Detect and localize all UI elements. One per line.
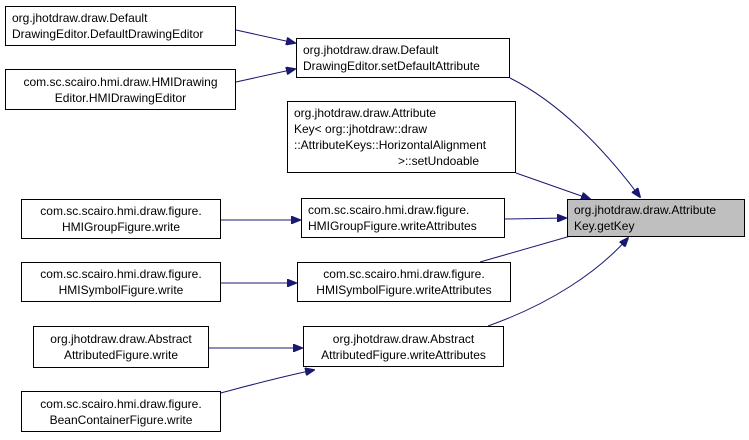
edge-hmi-group-write-attributes-to-get-key (504, 218, 566, 219)
node-line: Key< org::jhotdraw::draw (294, 122, 428, 136)
node-line: com.sc.scairo.hmi.draw.figure. (40, 204, 202, 218)
node-line: DrawingEditor.setDefaultAttribute (303, 59, 480, 73)
node-hmi-group-figure-write[interactable]: com.sc.scairo.hmi.draw.figure. HMIGroupF… (21, 199, 221, 239)
node-default-drawing-editor-set-default-attribute[interactable]: org.jhotdraw.draw.Default DrawingEditor.… (296, 38, 510, 78)
node-line: Key.getKey (574, 219, 635, 233)
edge-default-ctor-to-set-default-attribute (235, 29, 295, 43)
node-abstract-attributed-figure-write[interactable]: org.jhotdraw.draw.Abstract AttributedFig… (33, 326, 209, 368)
node-line: ::AttributeKeys::HorizontalAlignment (294, 138, 487, 152)
node-line: BeanContainerFigure.write (49, 412, 193, 427)
node-hmi-symbol-figure-write-attributes[interactable]: com.sc.scairo.hmi.draw.figure. HMISymbol… (297, 262, 511, 302)
node-line: HMISymbolFigure.writeAttributes (316, 283, 492, 297)
edge-abstract-write-attributes-to-get-key (487, 238, 628, 327)
node-line: com.sc.scairo.hmi.draw.figure. (40, 267, 202, 281)
node-attribute-key-set-undoable[interactable]: org.jhotdraw.draw.Attribute Key< org::jh… (287, 101, 516, 173)
edge-set-default-attribute-to-get-key (509, 77, 640, 197)
node-line: HMIGroupFigure.writeAttributes (308, 219, 477, 233)
node-line: org.jhotdraw.draw.Attribute (574, 203, 717, 217)
node-line: org.jhotdraw.draw.Default (303, 43, 439, 57)
node-line: com.sc.scairo.hmi.draw.HMIDrawing (23, 74, 218, 89)
node-line: org.jhotdraw.draw.Attribute (294, 106, 437, 120)
edge-hmi-ctor-to-set-default-attribute (235, 69, 295, 83)
node-line: com.sc.scairo.hmi.draw.figure. (308, 203, 470, 217)
node-hmi-symbol-figure-write[interactable]: com.sc.scairo.hmi.draw.figure. HMISymbol… (21, 262, 221, 302)
node-line: org.jhotdraw.draw.Abstract (332, 331, 475, 346)
node-hmi-drawing-editor-constructor[interactable]: com.sc.scairo.hmi.draw.HMIDrawing Editor… (5, 69, 236, 110)
node-line: org.jhotdraw.draw.Abstract (50, 332, 192, 346)
node-line: HMISymbolFigure.write (58, 283, 184, 297)
node-line: HMIGroupFigure.write (61, 220, 181, 234)
node-line: AttributedFigure.write (63, 348, 179, 362)
node-line: com.sc.scairo.hmi.draw.figure. (323, 267, 485, 281)
node-bean-container-figure-write[interactable]: com.sc.scairo.hmi.draw.figure. BeanConta… (21, 391, 221, 432)
edge-set-undoable-to-get-key (515, 172, 590, 199)
node-line: >::setUndoable (397, 154, 479, 168)
node-line: com.sc.scairo.hmi.draw.figure. (40, 396, 202, 411)
node-line: AttributedFigure.writeAttributes (321, 347, 486, 362)
node-line: Editor.HMIDrawingEditor (54, 90, 187, 105)
node-line: DrawingEditor.DefaultDrawingEditor (12, 27, 204, 41)
edge-bean-container-write-to-write-attributes (208, 370, 314, 397)
node-line: org.jhotdraw.draw.Default (12, 11, 148, 25)
node-abstract-attributed-figure-write-attributes[interactable]: org.jhotdraw.draw.Abstract AttributedFig… (303, 326, 504, 367)
node-default-drawing-editor-constructor[interactable]: org.jhotdraw.draw.Default DrawingEditor.… (5, 6, 236, 46)
node-hmi-group-figure-write-attributes[interactable]: com.sc.scairo.hmi.draw.figure. HMIGroupF… (301, 198, 505, 238)
node-attribute-key-get-key: org.jhotdraw.draw.Attribute Key.getKey (567, 199, 745, 237)
